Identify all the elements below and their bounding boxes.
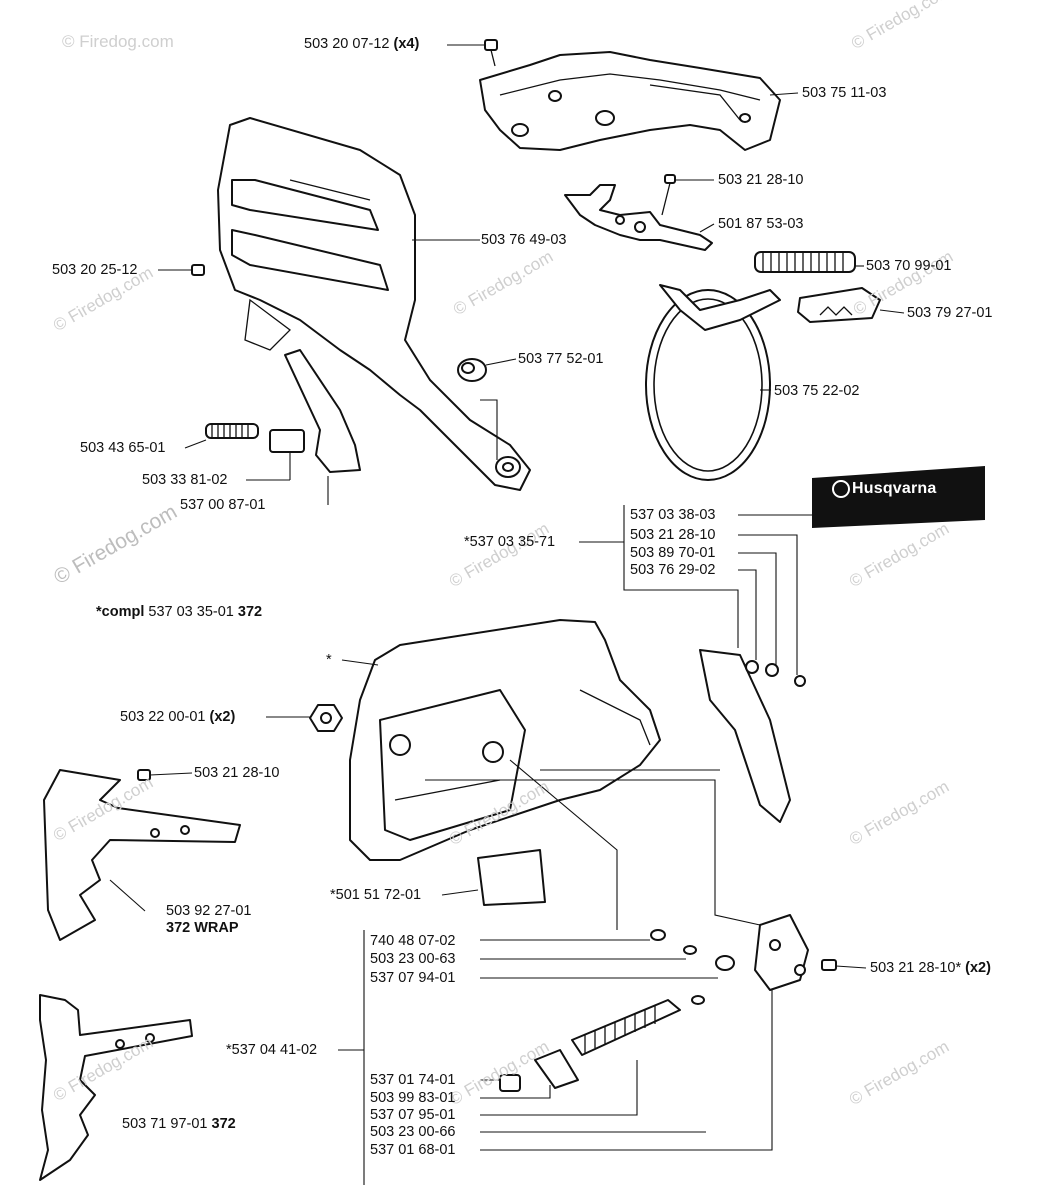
part-label[interactable]: *501 51 72-01 bbox=[330, 887, 422, 903]
part-label[interactable]: 503 77 52-01 bbox=[518, 351, 604, 367]
part-label[interactable]: *537 04 41-02 bbox=[226, 1042, 318, 1058]
screw-part bbox=[191, 264, 205, 276]
hand-guard-part bbox=[217, 117, 531, 491]
part-label[interactable]: 503 43 65-01 bbox=[80, 440, 166, 456]
husqvarna-crown-icon bbox=[832, 480, 850, 498]
brake-lever-part bbox=[564, 174, 713, 251]
part-label[interactable]: 503 89 70-01 bbox=[630, 545, 716, 561]
spike-part bbox=[39, 994, 193, 1181]
part-label[interactable]: 503 99 83-01 bbox=[370, 1090, 456, 1106]
part-label[interactable]: 503 20 25-12 bbox=[52, 262, 138, 278]
top-cover-part bbox=[479, 39, 781, 151]
model-label: 372 WRAP bbox=[166, 920, 239, 936]
brake-band-part bbox=[645, 284, 781, 481]
part-label[interactable]: 503 75 11-03 bbox=[802, 85, 887, 101]
part-label[interactable]: 503 79 27-01 bbox=[907, 305, 993, 321]
part-label[interactable]: 537 03 38-03 bbox=[630, 507, 716, 523]
part-label[interactable]: 503 23 00-66 bbox=[370, 1124, 456, 1140]
part-label[interactable]: 503 71 97-01 372 bbox=[122, 1116, 236, 1132]
part-label[interactable]: *537 03 35-71 bbox=[464, 534, 556, 550]
bushing-part bbox=[457, 358, 487, 382]
tensioner-nut-part bbox=[534, 1049, 579, 1089]
washer-part-2 bbox=[683, 945, 697, 955]
part-label[interactable]: 537 07 94-01 bbox=[370, 970, 456, 986]
block-part bbox=[269, 429, 305, 453]
brake-arm-part bbox=[284, 349, 361, 473]
gear-part bbox=[715, 955, 735, 971]
part-label[interactable]: 503 76 49-03 bbox=[481, 232, 567, 248]
part-label[interactable]: 537 01 68-01 bbox=[370, 1142, 456, 1158]
tensioner-housing-part bbox=[754, 914, 809, 991]
part-label[interactable]: 503 33 81-02 bbox=[142, 472, 228, 488]
trigger-part bbox=[797, 287, 881, 323]
part-label[interactable]: 740 48 07-02 bbox=[370, 933, 456, 949]
pin-part bbox=[499, 1074, 521, 1092]
adjusting-screw-part bbox=[571, 999, 681, 1056]
brand-logo-text: Husqvarna bbox=[852, 480, 937, 497]
complete-assembly-note: *compl 537 03 35-01 372 bbox=[96, 604, 263, 620]
part-label[interactable]: * bbox=[326, 652, 332, 668]
watermark-text: © Firedog.com bbox=[62, 32, 174, 51]
part-label[interactable]: 503 70 99-01 bbox=[866, 258, 952, 274]
part-label[interactable]: 537 07 95-01 bbox=[370, 1107, 456, 1123]
part-label[interactable]: 503 23 00-63 bbox=[370, 951, 456, 967]
screw-part-2 bbox=[821, 959, 837, 971]
part-label[interactable]: 503 21 28-10 bbox=[194, 765, 280, 781]
spring-part bbox=[754, 251, 856, 273]
part-label[interactable]: 503 20 07-12 (x4) bbox=[304, 36, 420, 52]
part-label[interactable]: 503 21 28-10 bbox=[630, 527, 716, 543]
small-spring-part bbox=[205, 423, 259, 439]
part-label[interactable]: 537 00 87-01 bbox=[180, 497, 266, 513]
logo-plate bbox=[812, 466, 985, 528]
leader-lines bbox=[109, 44, 912, 1185]
part-label[interactable]: 503 75 22-02 bbox=[774, 383, 860, 399]
washer-part-3 bbox=[691, 995, 705, 1005]
part-label[interactable]: 501 87 53-03 bbox=[718, 216, 804, 232]
cover-part bbox=[477, 849, 546, 906]
part-label[interactable]: 503 92 27-01 bbox=[166, 903, 252, 919]
part-label[interactable]: 503 76 29-02 bbox=[630, 562, 716, 578]
part-label[interactable]: 503 21 28-10 bbox=[718, 172, 804, 188]
washer-part bbox=[650, 929, 666, 941]
spike-bumper-part bbox=[43, 769, 241, 941]
part-label[interactable]: 503 22 00-01 (x2) bbox=[120, 709, 236, 725]
clutch-cover-part bbox=[349, 619, 661, 861]
side-plate-part bbox=[699, 649, 791, 823]
part-label[interactable]: 537 01 74-01 bbox=[370, 1072, 456, 1088]
part-label[interactable]: 503 21 28-10* (x2) bbox=[870, 960, 991, 976]
